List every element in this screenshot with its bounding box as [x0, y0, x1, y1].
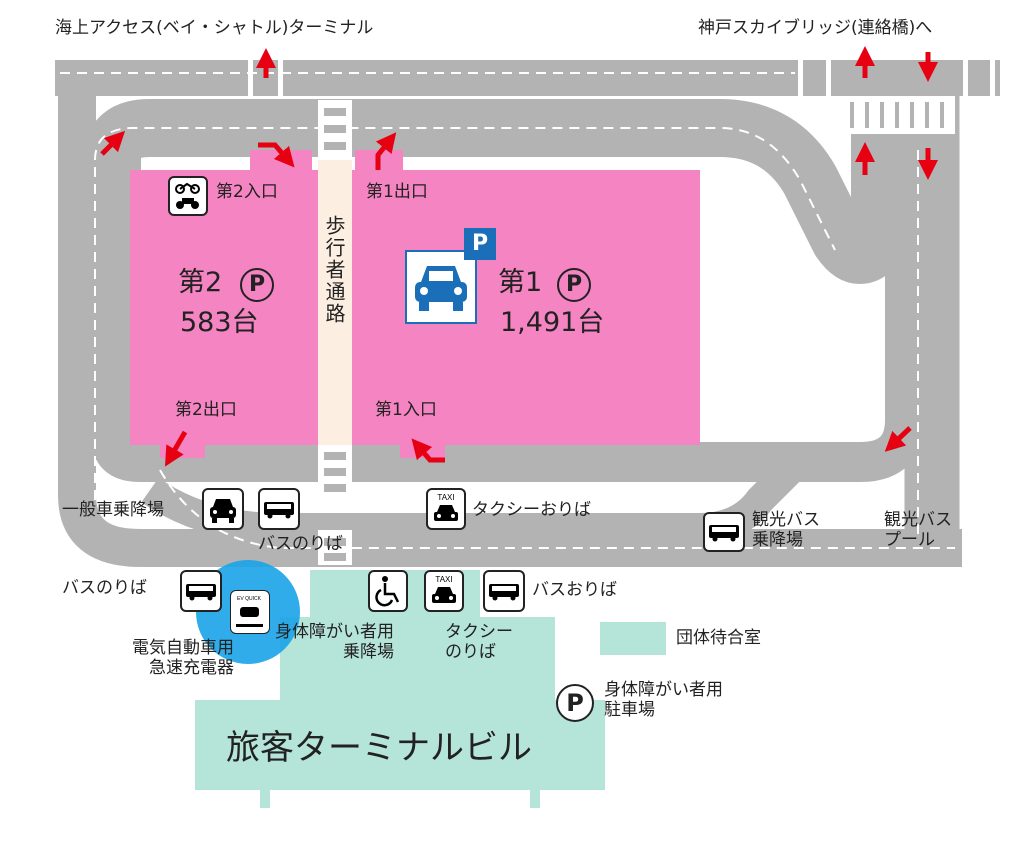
car-parking-icon	[405, 250, 477, 324]
taxi-stand-label: タクシー のりば	[445, 622, 513, 663]
bicycle-motorcycle-icon	[168, 176, 208, 216]
lot1-exit-label: 第1出口	[366, 182, 428, 202]
p-badge: P	[464, 228, 496, 260]
walkway	[318, 160, 352, 445]
tour-bus-dropoff-label: 観光バス 乗降場	[752, 510, 820, 551]
taxi-stand-icon: TAXI	[424, 570, 464, 612]
walkway-label: 歩行者通路	[322, 215, 346, 325]
taxi-dropoff-label: タクシーおりば	[472, 500, 591, 520]
tour-bus-pool-label: 観光バス プール	[884, 510, 952, 551]
lot2-name: 第2	[178, 267, 223, 298]
bus-icon	[258, 488, 300, 530]
lot2-exit-label: 第2出口	[175, 400, 237, 420]
bus-stop-upper-label: バスのりば	[258, 534, 343, 554]
label-sky-bridge: 神戸スカイブリッジ(連絡橋)へ	[698, 18, 933, 38]
lot1-p-symbol: P	[557, 268, 591, 302]
tour-bus-icon	[703, 512, 745, 552]
lot2-entrance-label: 第2入口	[216, 182, 278, 202]
traffic-arrows	[100, 46, 938, 467]
wheelchair-icon	[368, 570, 408, 612]
svg-text:TAXI: TAXI	[437, 493, 454, 502]
group-waiting-room-label: 団体待合室	[676, 628, 761, 648]
car-icon	[202, 488, 244, 530]
svg-text:TAXI: TAXI	[435, 575, 452, 584]
accessible-parking-p-icon: P	[556, 684, 594, 722]
passenger-terminal-label: 旅客ターミナルビル	[226, 728, 532, 768]
bus-stop-lower-label: バスのりば	[62, 578, 147, 598]
bus-stop-icon	[180, 570, 222, 612]
ev-charger-icon: EV QUICK	[230, 590, 270, 634]
accessible-parking-label: 身体障がい者用 駐車場	[604, 680, 723, 721]
taxi-icon: TAXI	[426, 488, 466, 530]
bus-dropoff-label: バスおりば	[532, 580, 617, 600]
accessible-dropoff-label: 身体障がい者用 乗降場	[275, 622, 394, 663]
group-waiting-room-swatch	[600, 622, 666, 655]
lot1-entrance-label: 第1入口	[375, 400, 437, 420]
general-dropoff-label: 一般車乗降場	[62, 500, 164, 520]
terminal-building	[195, 570, 666, 808]
lot1-name: 第1	[498, 267, 543, 298]
crosswalk-stripes	[324, 102, 944, 561]
lot2-capacity: 583台	[180, 307, 259, 338]
ev-charger-label: 電気自動車用 急速充電器	[132, 638, 234, 679]
svg-text:EV QUICK: EV QUICK	[237, 596, 262, 602]
lane-dashes	[60, 72, 955, 549]
label-sea-access-terminal: 海上アクセス(ベイ・シャトル)ターミナル	[55, 18, 374, 38]
bus-dropoff-icon	[483, 570, 525, 612]
lot1-capacity: 1,491台	[500, 307, 605, 338]
lot2-p-symbol: P	[240, 268, 274, 302]
